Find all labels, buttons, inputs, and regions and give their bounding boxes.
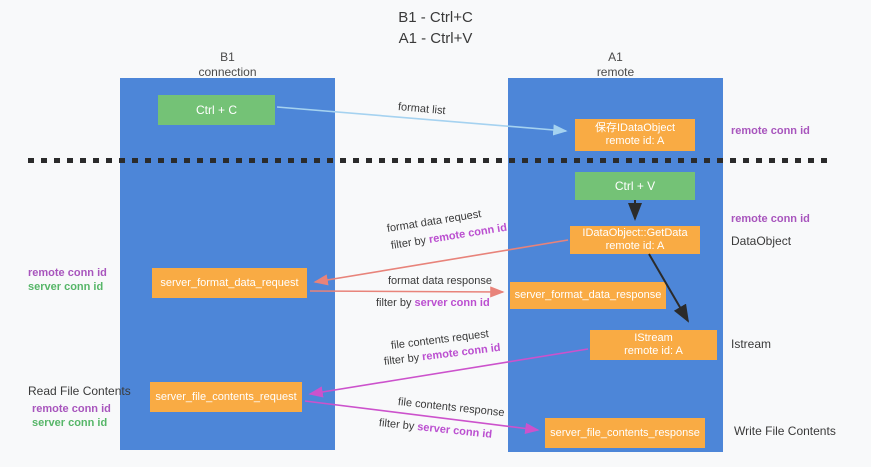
left-remote-conn-id-top: remote conn id: [28, 267, 107, 279]
right-column-header: A1 remote: [508, 50, 723, 80]
server-file-contents-request-label: server_file_contents_request: [155, 390, 297, 403]
write-file-contents-label: Write File Contents: [734, 424, 836, 438]
format-data-response-arrow: [309, 286, 505, 298]
left-server-conn-id-bottom: server conn id: [32, 417, 108, 429]
server-format-data-request-label: server_format_data_request: [160, 276, 299, 289]
ctrl-c-box: Ctrl + C: [158, 95, 275, 125]
istream-side-label: Istream: [731, 337, 772, 351]
server-format-data-request-box: server_format_data_request: [152, 268, 307, 298]
format-list-label: format list: [397, 101, 447, 118]
phase-separator-dashed-line: [28, 158, 833, 163]
saved-idataobject-line2: remote id: A: [605, 135, 665, 147]
server-file-contents-request-box: server_file_contents_request: [150, 382, 302, 412]
left-server-conn-id-top: server conn id: [28, 281, 104, 293]
dataobject-label: DataObject: [731, 234, 792, 248]
format-data-response-label: format data response: [388, 275, 492, 287]
server-file-contents-response-box: server_file_contents_response: [545, 418, 705, 448]
server-conn-id-text: server conn id: [414, 297, 490, 309]
ctrl-v-label: Ctrl + V: [614, 178, 656, 193]
right-remote-conn-id-top: remote conn id: [731, 125, 810, 137]
server-format-data-response-box: server_format_data_response: [510, 282, 666, 309]
ctrl-v-box: Ctrl + V: [575, 172, 695, 200]
idataobject-getdata-line2: remote id: A: [605, 240, 665, 252]
filter-by-text: filter by: [376, 297, 412, 309]
idataobject-getdata-line1: IDataObject::GetData: [582, 227, 688, 239]
istream-box: IStream remote id: A: [590, 330, 717, 360]
filter-by-text: filter by: [378, 417, 415, 433]
left-column-role: connection: [198, 65, 257, 79]
server-conn-id-text: server conn id: [416, 421, 493, 441]
saved-idataobject-box: 保存IDataObject remote id: A: [575, 119, 695, 151]
right-column-name: A1: [608, 50, 623, 64]
istream-line1: IStream: [634, 332, 673, 344]
istream-line2: remote id: A: [624, 345, 683, 357]
server-format-data-response-label: server_format_data_response: [514, 289, 662, 301]
server-file-contents-response-label: server_file_contents_response: [550, 426, 700, 439]
title-line-1: B1 - Ctrl+C: [398, 9, 473, 26]
left-column-name: B1: [220, 50, 235, 64]
title-line-2: A1 - Ctrl+V: [398, 30, 473, 47]
diagram-title: B1 - Ctrl+C A1 - Ctrl+V: [0, 7, 871, 49]
file-contents-response-label: file contents response: [397, 396, 506, 420]
ctrl-c-label: Ctrl + C: [195, 102, 237, 117]
filter-by-text: filter by: [390, 234, 427, 252]
right-column-role: remote: [596, 65, 635, 79]
right-remote-conn-id-mid: remote conn id: [731, 213, 810, 225]
left-conn-id-labels-bottom: remote conn id server conn id: [32, 402, 111, 430]
left-remote-conn-id-bottom: remote conn id: [32, 403, 111, 415]
left-conn-id-labels-top: remote conn id server conn id: [28, 266, 107, 294]
idataobject-getdata-box: IDataObject::GetData remote id: A: [570, 226, 700, 254]
saved-idataobject-line1: 保存IDataObject: [594, 122, 676, 134]
left-column-header: B1 connection: [120, 50, 335, 80]
read-file-contents-label: Read File Contents: [28, 384, 131, 398]
filter-by-text: filter by: [383, 351, 420, 368]
